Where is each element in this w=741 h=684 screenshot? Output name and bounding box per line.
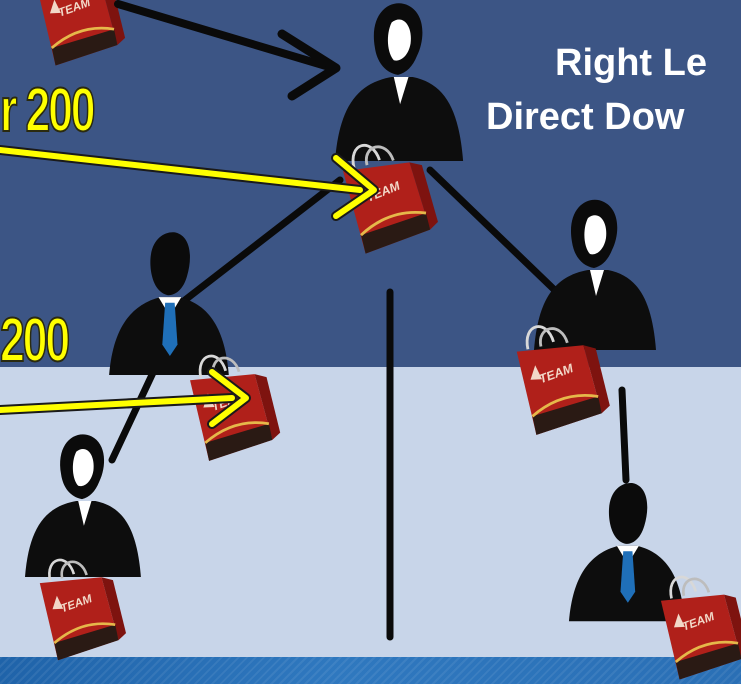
- connector-line-left: [181, 176, 344, 304]
- arrow-icon: [0, 367, 251, 429]
- footer-strip: [0, 657, 741, 684]
- connector-line-right: [426, 166, 569, 304]
- slide-title-line-2: Direct Dow: [486, 96, 685, 138]
- top-sponsor-person-icon: [335, 3, 464, 161]
- shopping-bag-icon: [31, 0, 130, 68]
- arrow-icon: [0, 145, 379, 221]
- top-amount-label: r 200: [0, 76, 96, 145]
- slide-title-line-1: Right Le: [555, 42, 707, 84]
- left-downline-person-icon: [24, 434, 141, 577]
- connector-line-right-child: [618, 386, 630, 484]
- arrow-icon: [114, 0, 341, 101]
- bottom-amount-label: 200: [0, 306, 71, 375]
- left-member-person-icon: [109, 232, 229, 375]
